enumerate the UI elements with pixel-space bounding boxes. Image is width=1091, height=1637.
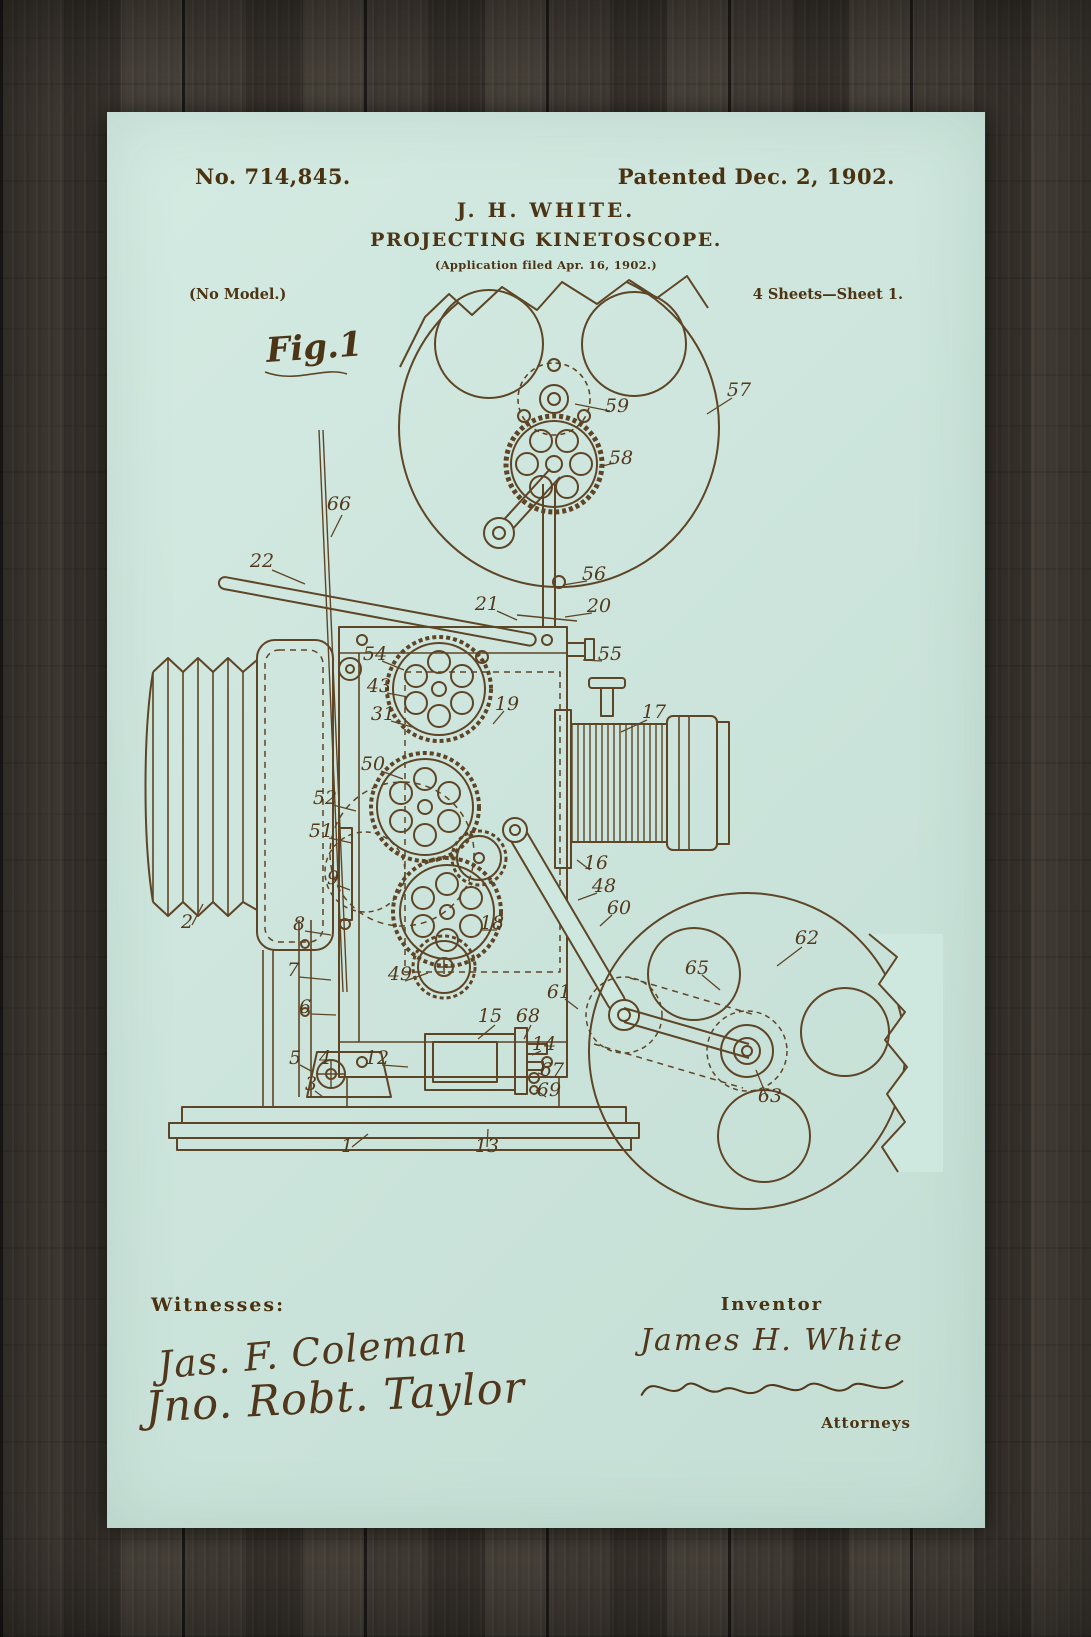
part-label-68: 68 [516, 1005, 540, 1027]
part-label-21: 21 [474, 593, 499, 615]
patent-date: Patented Dec. 2, 1902. [617, 164, 895, 189]
machine-base [168, 1106, 640, 1151]
leader-lines [191, 397, 803, 1148]
lens-board [256, 639, 334, 1107]
part-label-52: 52 [313, 787, 337, 809]
drive-arm [502, 817, 756, 1089]
camera-bellows [144, 657, 258, 917]
part-label-56: 56 [582, 563, 606, 585]
attorneys-label: Attorneys [821, 1414, 911, 1432]
part-label-22: 22 [249, 550, 274, 572]
part-label-13: 13 [475, 1135, 499, 1157]
part-label-15: 15 [478, 1005, 502, 1027]
handle-lever [217, 576, 537, 647]
inventor-column: Inventor James H. White Attorneys [607, 1294, 937, 1432]
part-label-61: 61 [547, 981, 571, 1003]
part-label-48: 48 [591, 875, 616, 897]
part-label-49: 49 [387, 963, 412, 985]
part-label-66: 66 [327, 493, 351, 515]
witnesses-column: Witnesses: Jas. F. Coleman Jno. Robt. Ta… [144, 1294, 560, 1433]
patent-header: No. 714,845. Patented Dec. 2, 1902. J. H… [107, 112, 985, 303]
witnesses-heading: Witnesses: [151, 1294, 286, 1316]
figure-label-group [264, 371, 348, 378]
part-label-4: 4 [318, 1047, 331, 1069]
sheets-note: 4 Sheets—Sheet 1. [752, 286, 903, 303]
part-label-51: 51 [309, 820, 333, 842]
part-label-63: 63 [758, 1085, 782, 1107]
part-label-59: 59 [605, 395, 629, 417]
part-label-69: 69 [537, 1079, 561, 1101]
application-filed-line: (Application filed Apr. 16, 1902.) [434, 258, 658, 272]
part-label-5: 5 [289, 1047, 301, 1069]
part-label-57: 57 [727, 379, 752, 401]
part-label-58: 58 [609, 447, 633, 469]
part-label-43: 43 [366, 675, 391, 697]
part-label-7: 7 [287, 959, 300, 981]
figure-label: Fig.1 [264, 324, 364, 371]
part-label-12: 12 [365, 1047, 389, 1069]
part-label-1: 1 [341, 1135, 353, 1157]
patent-drawing: Fig.1 5759586622562021555443311917505251… [144, 230, 943, 1210]
sprocket-gear-assembly [483, 413, 605, 661]
lower-film-reel [588, 892, 943, 1210]
part-label-67: 67 [540, 1059, 565, 1081]
inventor-heading: Inventor [720, 1294, 824, 1315]
part-label-6: 6 [299, 996, 311, 1018]
part-label-19: 19 [495, 693, 519, 715]
part-label-50: 50 [361, 753, 385, 775]
part-label-3: 3 [305, 1073, 317, 1095]
part-label-18: 18 [480, 912, 504, 934]
part-label-20: 20 [586, 595, 611, 617]
no-model-note: (No Model.) [189, 286, 287, 303]
part-label-17: 17 [642, 701, 667, 723]
part-label-54: 54 [363, 643, 387, 665]
part-label-62: 62 [795, 927, 819, 949]
part-label-8: 8 [293, 913, 305, 935]
signature-block: Witnesses: Jas. F. Coleman Jno. Robt. Ta… [107, 1294, 985, 1433]
attorneys-signature [640, 1380, 904, 1396]
patent-number: No. 714,845. [195, 164, 351, 189]
lamp-bracket [424, 1027, 548, 1095]
lens-barrel [554, 677, 730, 869]
mechanism-body [298, 626, 568, 1107]
part-label-9: 9 [327, 867, 339, 889]
part-label-65: 65 [685, 957, 709, 979]
patent-title: PROJECTING KINETOSCOPE. [370, 229, 722, 251]
part-label-2: 2 [180, 911, 193, 933]
part-label-55: 55 [598, 643, 622, 665]
part-label-31: 31 [371, 703, 395, 725]
part-label-16: 16 [584, 852, 608, 874]
part-label-14: 14 [532, 1033, 556, 1055]
part-label-60: 60 [607, 897, 631, 919]
inventor-name-line: J. H. WHITE. [456, 198, 636, 222]
inventor-signature: James H. White [640, 1323, 904, 1358]
pedestal-foot [306, 1051, 392, 1098]
